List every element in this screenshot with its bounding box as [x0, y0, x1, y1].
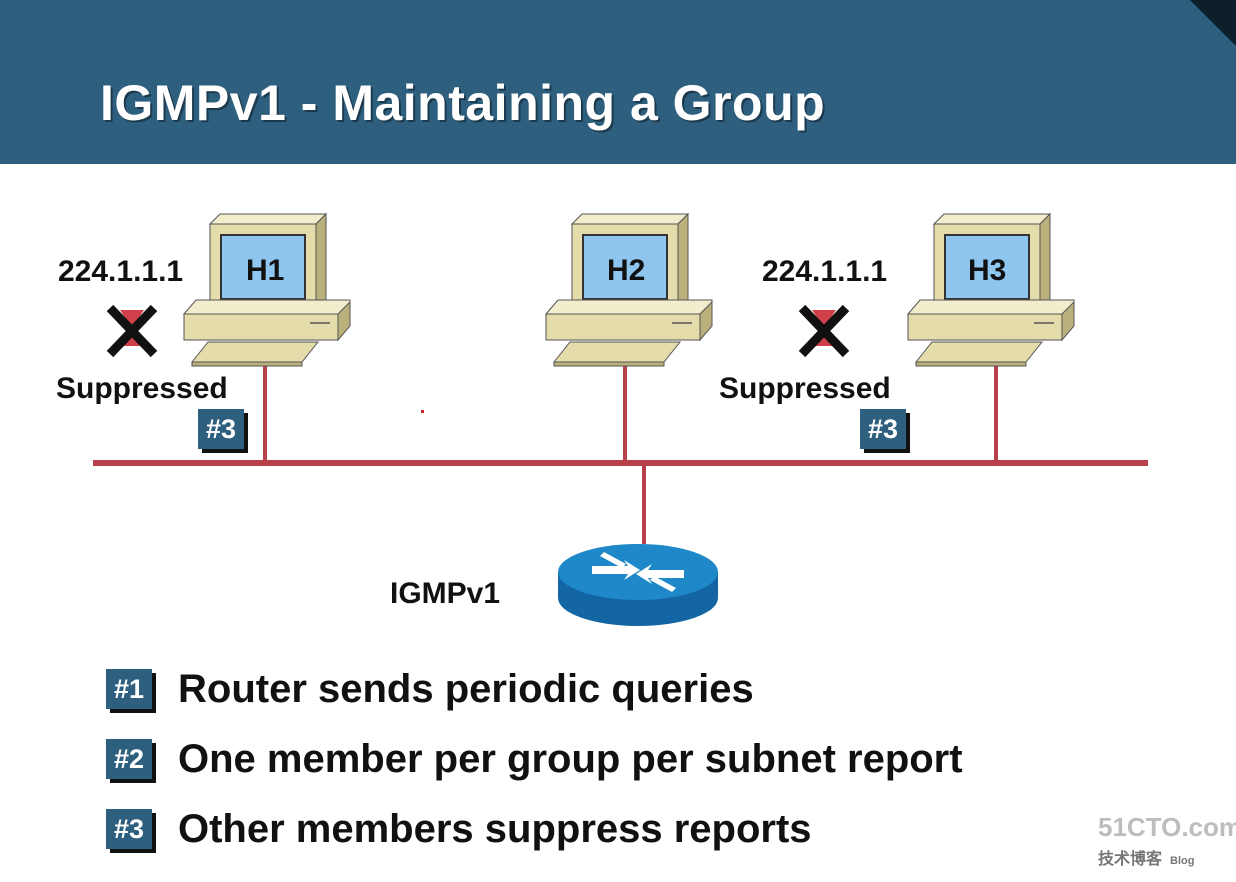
watermark-cn: 技术博客 [1098, 851, 1163, 868]
h3-step-badge: #3 [860, 409, 906, 449]
step-text: One member per group per subnet report [178, 737, 963, 781]
watermark-site: 51CTO.com [1098, 812, 1236, 842]
host-h1-computer [183, 213, 351, 367]
h3-group-address: 224.1.1.1 [762, 255, 888, 288]
step-text: Router sends periodic queries [178, 667, 754, 711]
step-badge: #2 [106, 739, 152, 779]
h3-status-label: Suppressed [719, 372, 891, 405]
watermark: 51CTO.com 技术博客 Blog [1098, 812, 1236, 869]
h1-suppressed-mark [110, 308, 154, 354]
marker-dot [421, 410, 424, 413]
host-h3-computer [907, 213, 1075, 367]
step-item: #1 Router sends periodic queries [106, 667, 1106, 737]
step-text: Other members suppress reports [178, 807, 812, 851]
title-bar: IGMPv1 - Maintaining a Group [0, 0, 1236, 164]
step-badge: #1 [106, 669, 152, 709]
network-diagram [93, 213, 1148, 626]
router-icon [558, 544, 718, 626]
step-item: #3 Other members suppress reports [106, 807, 1106, 877]
host-h2-label: H2 [607, 254, 646, 287]
corner-decoration [1190, 0, 1236, 46]
h1-group-address: 224.1.1.1 [58, 255, 184, 288]
step-item: #2 One member per group per subnet repor… [106, 737, 1106, 807]
watermark-subtitle: 技术博客 Blog [1098, 845, 1236, 869]
router-label: IGMPv1 [390, 577, 501, 610]
h3-suppressed-mark [802, 308, 846, 354]
step-badge: #3 [106, 809, 152, 849]
host-h3-label: H3 [968, 254, 1007, 287]
h1-status-label: Suppressed [56, 372, 228, 405]
watermark-blog: Blog [1170, 855, 1195, 867]
host-h1-label: H1 [246, 254, 285, 287]
host-h2-computer [545, 213, 713, 367]
steps-list: #1 Router sends periodic queries #2 One … [106, 667, 1106, 877]
h1-step-badge: #3 [198, 409, 244, 449]
page-title: IGMPv1 - Maintaining a Group [100, 75, 826, 131]
